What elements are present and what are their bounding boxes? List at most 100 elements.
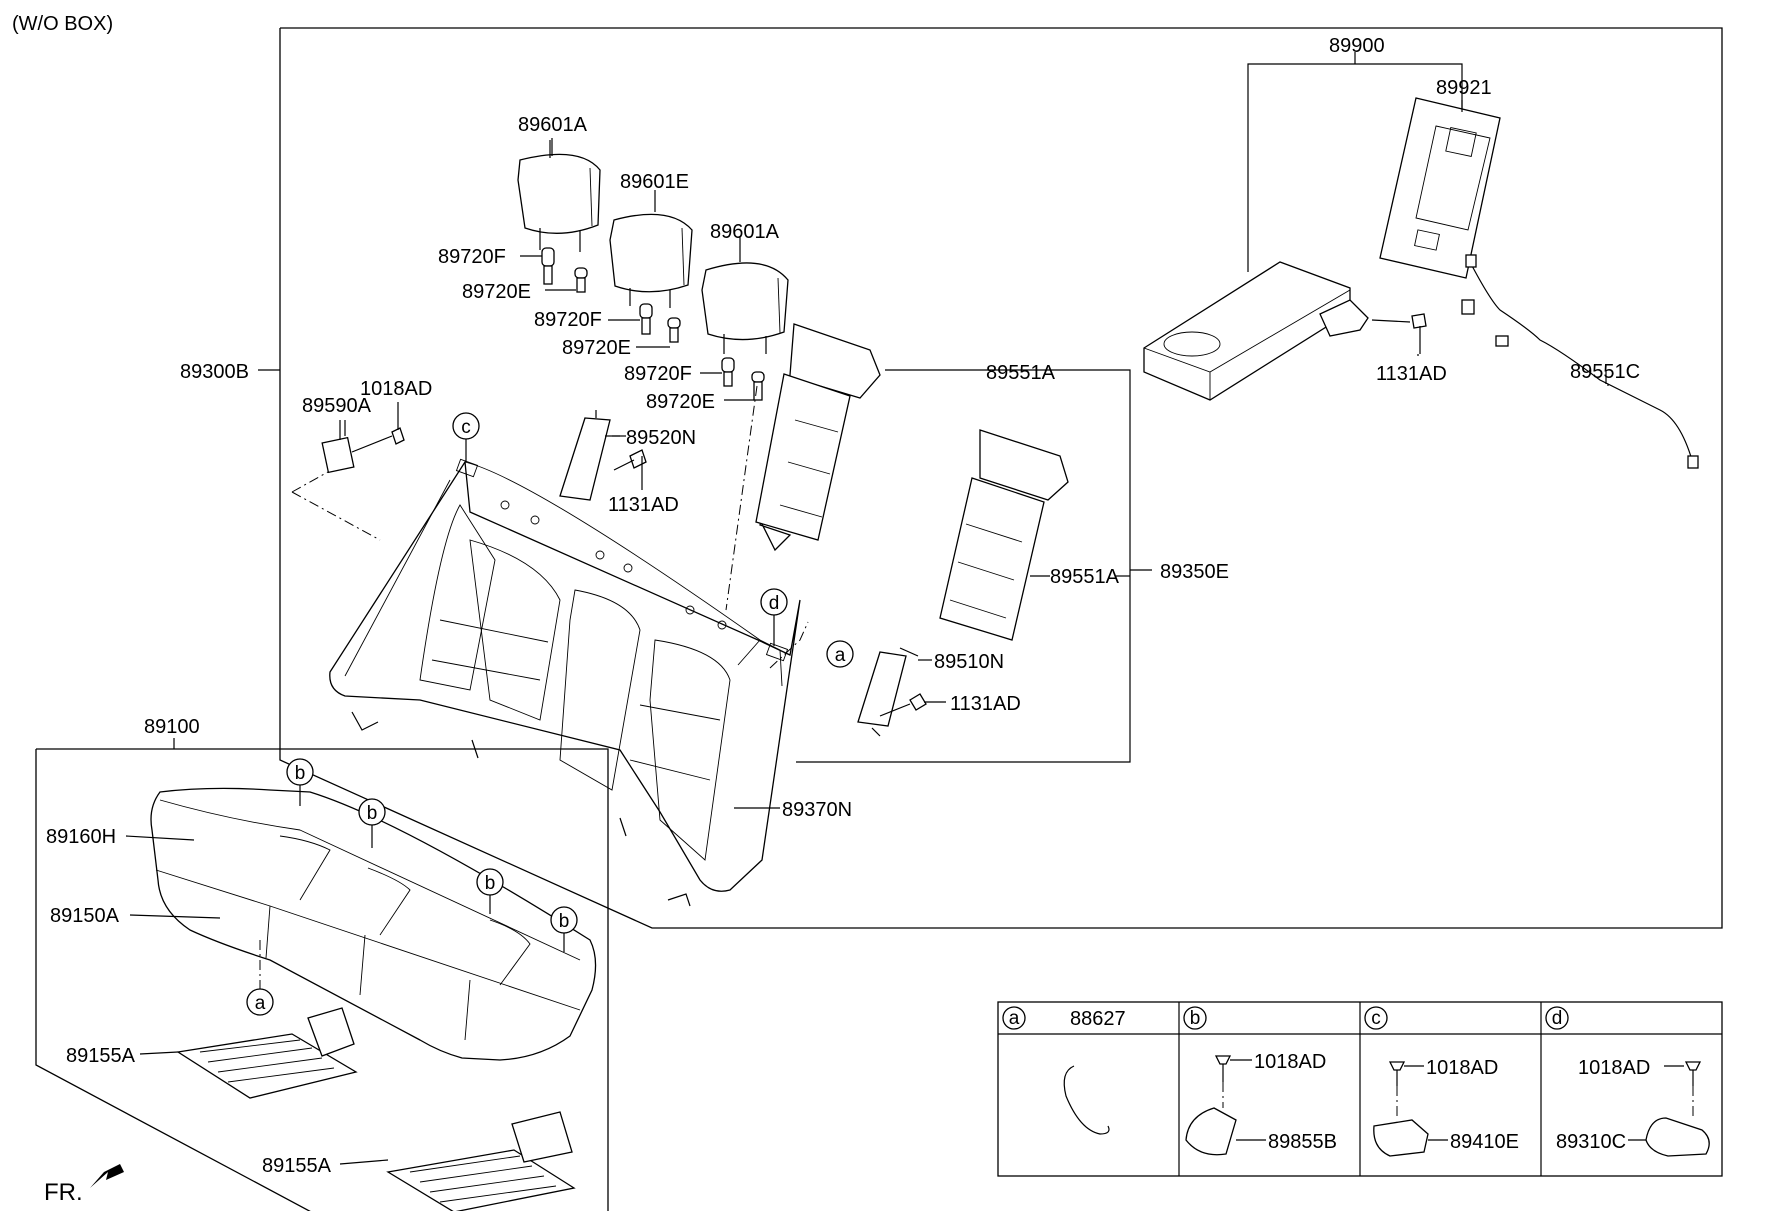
headrest-left <box>517 140 601 252</box>
svg-text:c: c <box>1371 1008 1381 1029</box>
callout-b-2: b <box>358 798 386 848</box>
svg-text:d: d <box>1552 1008 1563 1029</box>
svg-text:a: a <box>255 993 266 1014</box>
legend-c-part-1: 1018AD <box>1426 1057 1498 1079</box>
label-89720F-2: 89720F <box>534 309 602 331</box>
label-89155A-2: 89155A <box>262 1155 332 1177</box>
legend-d-part-1: 1018AD <box>1578 1057 1650 1079</box>
svg-text:d: d <box>769 593 780 614</box>
callout-d: d <box>760 588 788 646</box>
legend-b-part-2: 89855B <box>1268 1131 1337 1153</box>
svg-text:c: c <box>461 417 471 438</box>
part-labels: 89900 89921 89601A 89601E 89601A 89720F … <box>46 35 1640 1177</box>
headrest-guide-set-1 <box>520 247 588 293</box>
cover-89410E-icon <box>1373 1119 1429 1157</box>
svg-text:b: b <box>1190 1008 1201 1029</box>
label-89720E-2: 89720E <box>562 337 631 359</box>
svg-text:b: b <box>485 873 496 894</box>
armrest-back-cover-89921 <box>1379 97 1501 279</box>
callout-b-4: b <box>550 906 578 952</box>
label-89551A-2: 89551A <box>1050 566 1120 588</box>
rear-seat-cushion-assembly <box>150 787 597 1061</box>
label-1018AD: 1018AD <box>360 378 432 400</box>
label-89350E: 89350E <box>1160 561 1229 583</box>
wo-box-note: (W/O BOX) <box>12 13 113 35</box>
back-frame-pad-lower <box>939 429 1069 641</box>
label-89720F-3: 89720F <box>624 363 692 385</box>
legend-cell-c: c 1018AD 89410E <box>1364 1006 1519 1157</box>
label-89601A-1: 89601A <box>518 114 588 136</box>
callout-b-3: b <box>476 868 504 914</box>
backrest-assembly-frame <box>279 27 1723 929</box>
label-89160H: 89160H <box>46 826 116 848</box>
legend-b-part-1: 1018AD <box>1254 1051 1326 1073</box>
frame-bracket-89551A <box>796 369 1131 763</box>
legend-cell-d: d 1018AD 89310C <box>1545 1006 1710 1157</box>
armrest-bracket <box>1247 52 1463 272</box>
dashed-leader-1 <box>291 467 381 541</box>
dashed-leader-3 <box>769 621 809 669</box>
svg-text:b: b <box>295 763 306 784</box>
cushion-assembly-frame-lower <box>35 749 311 1211</box>
bolt-1131AD-armrest <box>1371 313 1427 354</box>
svg-text:b: b <box>367 803 378 824</box>
wiring-harness-89551C <box>1461 254 1699 469</box>
callout-c: c <box>452 412 480 462</box>
cushion-assembly-frame <box>36 748 609 1211</box>
back-frame-pad-upper <box>755 323 881 552</box>
rear-seat-back-assembly <box>329 458 801 907</box>
label-89720E-1: 89720E <box>462 281 531 303</box>
heater-mat-rear <box>386 1111 576 1211</box>
armrest-89900 <box>1143 261 1369 401</box>
legend-a-part: 88627 <box>1070 1008 1126 1030</box>
label-89100: 89100 <box>144 716 200 738</box>
label-89551A-1: 89551A <box>986 362 1056 384</box>
airbag-module-89510N <box>857 647 946 737</box>
front-marker: FR. <box>44 1179 83 1206</box>
label-89720E-3: 89720E <box>646 391 715 413</box>
callout-b-1: b <box>286 758 314 806</box>
svg-text:b: b <box>559 911 570 932</box>
label-1131AD-1: 1131AD <box>608 494 679 516</box>
headrest-guide-set-3 <box>700 357 765 401</box>
legend-table: a 88627 b 1018AD 89855B c 1018AD <box>997 1001 1723 1177</box>
label-89155A-1: 89155A <box>66 1045 136 1067</box>
svg-text:a: a <box>835 645 846 666</box>
label-89921: 89921 <box>1436 77 1492 99</box>
legend-cell-b: b 1018AD 89855B <box>1183 1006 1337 1156</box>
cover-89310C-icon <box>1645 1117 1710 1157</box>
label-89300B: 89300B <box>180 361 249 383</box>
legend-d-part-2: 89310C <box>1556 1131 1626 1153</box>
airbag-module-89520N <box>559 410 647 501</box>
leader-lines <box>125 100 1609 1165</box>
label-1131AD-2: 1131AD <box>1376 363 1447 385</box>
callout-a-back: a <box>826 640 854 668</box>
headrest-right <box>701 236 789 354</box>
label-1131AD-3: 1131AD <box>950 693 1021 715</box>
callout-a-cushion: a <box>246 940 274 1016</box>
label-89370N: 89370N <box>782 799 852 821</box>
hook-clip-icon <box>1063 1065 1110 1135</box>
front-arrow-icon <box>90 1164 124 1188</box>
legend-cell-a: a 88627 <box>1002 1006 1126 1135</box>
label-89551C: 89551C <box>1570 361 1640 383</box>
headrest-guide-set-2 <box>608 303 681 348</box>
label-89150A: 89150A <box>50 905 120 927</box>
label-89590A: 89590A <box>302 395 372 417</box>
heater-mat-front <box>176 1007 358 1099</box>
svg-text:a: a <box>1009 1008 1020 1029</box>
screw-icon <box>1684 1061 1702 1071</box>
label-89900: 89900 <box>1329 35 1385 57</box>
label-89520N: 89520N <box>626 427 696 449</box>
label-89601A-2: 89601A <box>710 221 780 243</box>
label-89720F-1: 89720F <box>438 246 506 268</box>
module-89590A <box>321 402 405 474</box>
screw-icon <box>1214 1055 1232 1065</box>
legend-c-part-2: 89410E <box>1450 1131 1519 1153</box>
cover-89855B-icon <box>1185 1107 1237 1156</box>
dashed-leader-2 <box>725 385 758 611</box>
label-89601E: 89601E <box>620 171 689 193</box>
screw-icon <box>1388 1061 1406 1071</box>
label-89510N: 89510N <box>934 651 1004 673</box>
